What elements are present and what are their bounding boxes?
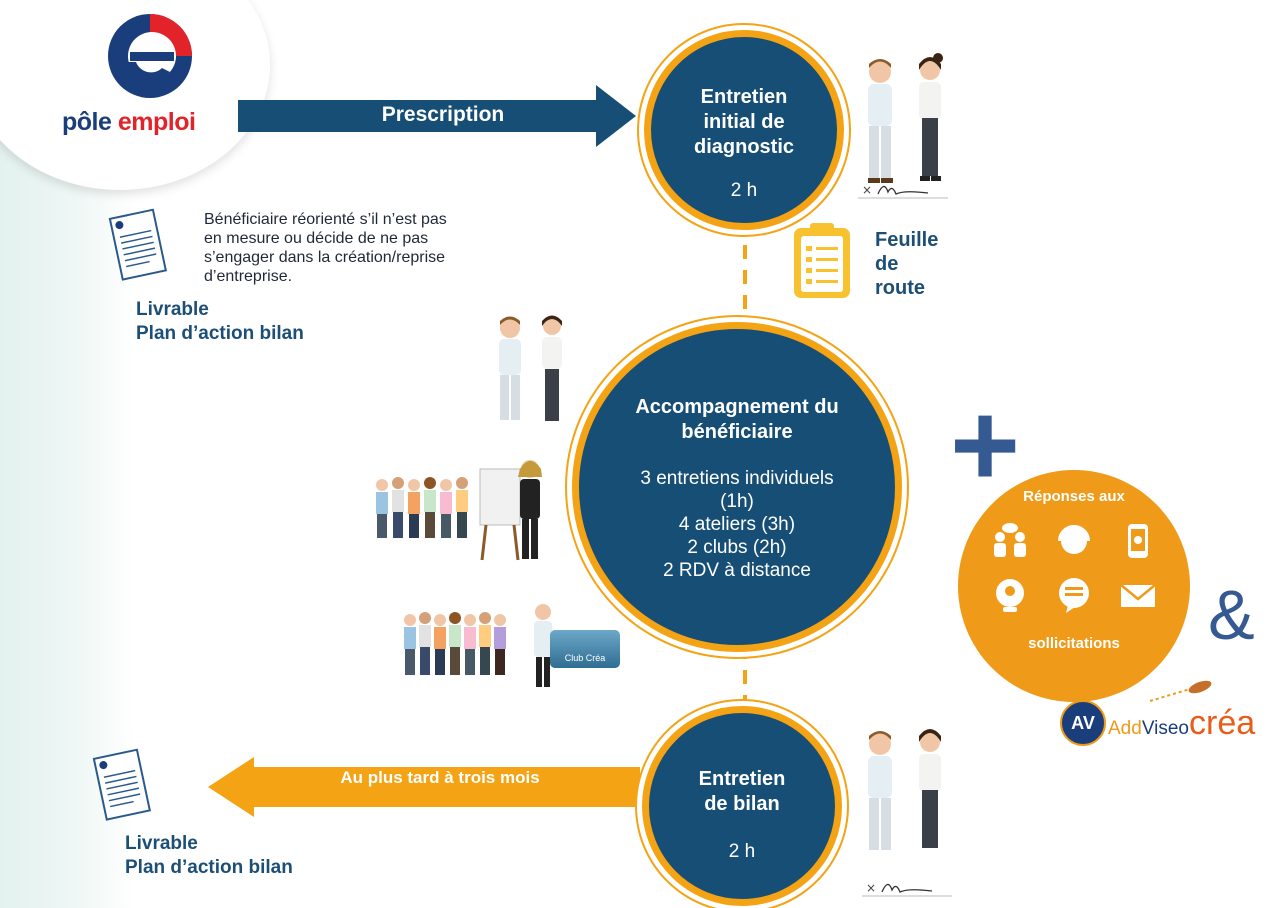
bilan-title-line2: de bilan [704, 793, 780, 815]
reorientation-note: Bénéficiaire réorienté s’il n’est pas en… [204, 211, 447, 285]
initial-title-line2: initial de [703, 111, 785, 133]
plus-sign: + [950, 378, 1021, 512]
webcam-icon [996, 579, 1024, 612]
svg-text:×: × [862, 183, 872, 197]
rocket-icon [1149, 680, 1212, 702]
return-arrow [208, 757, 640, 817]
accompagnement-item-1: 3 entretiens individuels [640, 468, 834, 489]
document-icon-top [108, 208, 168, 281]
responses-bottom-text: sollicitations [1028, 635, 1120, 652]
initial-title-line3: diagnostic [693, 136, 794, 158]
accompagnement-title-line1: Accompagnement du [635, 396, 839, 418]
livrable-bottom: Livrable Plan d’action bilan [125, 833, 293, 878]
workshop-group-illustration [376, 460, 542, 561]
pole-emploi-logo-mark [108, 14, 192, 98]
accompagnement-item-4: 2 clubs (2h) [687, 537, 787, 558]
initial-duration: 2 h [730, 180, 758, 201]
document-icon-bottom [92, 748, 152, 821]
people-chat-icon [994, 523, 1026, 557]
accompagnement-item-2: (1h) [720, 491, 754, 512]
advisors-pair-bottom [868, 729, 941, 850]
signature-top-icon: × [858, 183, 948, 199]
bilan-duration: 2 h [728, 841, 756, 862]
signature-bottom-icon: × [862, 881, 952, 897]
club-group-illustration [404, 604, 552, 687]
envelope-icon [1120, 584, 1156, 607]
bilan-circle: Entretien de bilan 2 h [642, 706, 842, 906]
initial-title-line1: Entretien [700, 86, 788, 108]
ampersand: & [1208, 576, 1255, 654]
accompagnement-item-5: 2 RDV à distance [663, 560, 811, 581]
headset-icon [1058, 525, 1090, 554]
prescription-label: Prescription [381, 103, 505, 126]
svg-text:×: × [866, 881, 876, 895]
advisors-pair-top [868, 53, 943, 183]
club-crea-sign: Club Créa [550, 630, 620, 668]
responses-top-text: Réponses aux [1023, 488, 1125, 505]
club-crea-label: Club Créa [564, 653, 606, 663]
initial-diagnostic-circle: Entretien initial de diagnostic 2 h [644, 30, 844, 230]
return-arrow-label: Au plus tard à trois mois [340, 768, 540, 787]
advisors-pair-middle [499, 315, 562, 421]
clipboard-icon [794, 223, 850, 298]
accompagnement-title-line2: bénéficiaire [681, 421, 793, 443]
pole-emploi-logo-text: pôle emploi [62, 108, 196, 136]
responses-disc: Réponses aux [958, 470, 1190, 702]
accompagnement-item-3: 4 ateliers (3h) [678, 514, 796, 535]
livrable-top: Livrable Plan d’action bilan [136, 299, 304, 344]
bilan-title-line1: Entretien [698, 768, 786, 790]
chat-bubble-icon [1059, 578, 1089, 613]
smartphone-icon [1128, 524, 1148, 558]
addviseo-wordmark: AddViseocréa [1108, 704, 1256, 742]
prescription-arrow [238, 85, 636, 147]
addviseo-monogram: AV [1060, 700, 1106, 746]
feuille-de-route-label: Feuille de route [875, 229, 939, 299]
accompagnement-circle: Accompagnement du bénéficiaire 3 entreti… [572, 322, 902, 652]
